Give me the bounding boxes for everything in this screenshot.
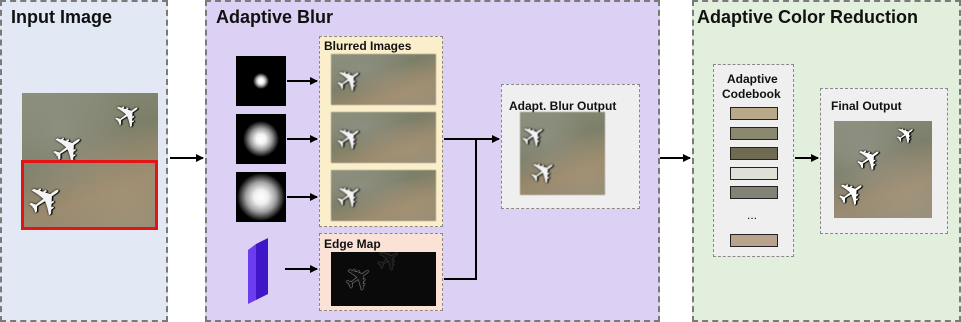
codebook-swatch-5 [730,186,778,199]
input-image-title: Input Image [11,7,113,27]
edge-map-label: Edge Map [324,237,381,251]
connector-edgemap-to-merge [444,139,477,280]
edge-icon [248,238,268,304]
codebook-swatch-3 [730,147,778,160]
adaptive-color-reduction-title: Adaptive Color Reduction [697,7,919,27]
gaussian-kernel-small [236,56,286,106]
final-output-image: ✈ ✈ ✈ [834,121,932,218]
gaussian-kernel-medium [236,114,286,164]
codebook-swatch-2 [730,127,778,140]
edge-map-image: ✈ ✈ [331,252,436,306]
blurred-image-3: ✈ [331,170,436,221]
crop-region-box [21,160,158,230]
blurred-image-2: ✈ [331,112,436,163]
adaptive-blur-title: Adaptive Blur [216,7,334,27]
gaussian-kernel-large [236,172,286,222]
codebook-swatch-6 [730,234,778,247]
final-output-label: Final Output [831,99,902,113]
codebook-swatch-1 [730,107,778,120]
adaptive-blur-output-image: ✈ ✈ [520,112,605,195]
codebook-ellipsis: ... [747,208,758,222]
adaptive-codebook-label-line1: Adaptive [727,72,778,86]
adaptive-blur-output-label: Adapt. Blur Output [509,99,617,113]
blurred-images-label: Blurred Images [324,39,412,53]
codebook-swatch-4 [730,167,778,180]
adaptive-codebook-label-line2: Codebook [722,87,781,101]
adaptive-codebook-box [713,64,794,257]
blurred-image-1: ✈ [331,54,436,105]
